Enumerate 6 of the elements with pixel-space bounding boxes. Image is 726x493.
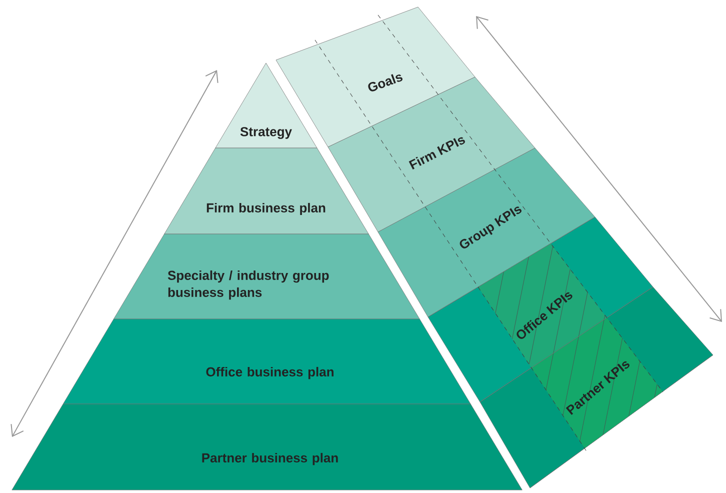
node-label: Partner business plan (202, 452, 338, 466)
pyramid-layer: Specialty / industry group business plans (114, 234, 420, 320)
pyramid-layer: Firm business plan (164, 148, 369, 234)
pyramid-layer: Strategy (215, 62, 318, 148)
pyramid-layer: Partner business plan (12, 404, 522, 490)
pyramid-layer: Office business plan (62, 318, 471, 404)
